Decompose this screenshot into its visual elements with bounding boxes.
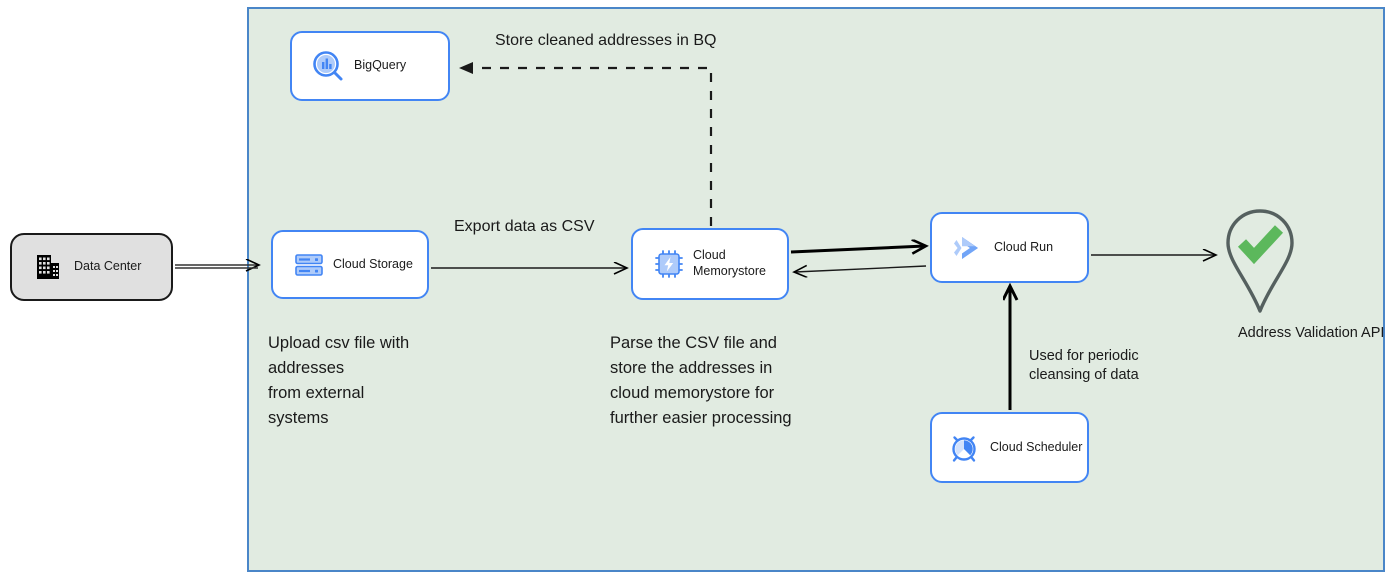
node-cloud-memorystore[interactable]: Cloud Memorystore (631, 228, 789, 300)
map-pin-check-icon (1222, 207, 1298, 317)
bigquery-icon (302, 49, 354, 83)
node-label: Cloud Storage (333, 256, 413, 271)
node-cloud-storage[interactable]: Cloud Storage (271, 230, 429, 299)
api-marker-label: Address Validation API (1238, 325, 1385, 341)
node-bigquery[interactable]: BigQuery (290, 31, 450, 101)
cloud-project-boundary (247, 7, 1385, 572)
cloud-run-icon (940, 233, 994, 263)
edge-datacenter-to-storage (175, 265, 258, 268)
note-parse-csv: Parse the CSV file and store the address… (610, 334, 792, 428)
node-label: Data Center (74, 259, 142, 274)
node-cloud-run[interactable]: Cloud Run (930, 212, 1089, 283)
edge-label-scheduler: Used for periodic cleansing of data (1029, 348, 1139, 383)
note-upload-csv: Upload csv file with addresses from exte… (268, 334, 410, 428)
node-data-center[interactable]: Data Center (10, 233, 173, 301)
cloud-scheduler-icon (938, 432, 990, 464)
node-label: Cloud Run (994, 239, 1054, 254)
node-label: Cloud Memorystore (693, 248, 766, 278)
edge-label-export-csv: Export data as CSV (454, 218, 595, 235)
cloud-memorystore-icon (645, 249, 693, 279)
data-center-icon (22, 253, 74, 281)
node-label: Cloud Scheduler (990, 439, 1083, 454)
edge-label-store-in-bq: Store cleaned addresses in BQ (495, 32, 717, 49)
cloud-storage-icon (285, 250, 333, 280)
node-label: BigQuery (354, 58, 407, 73)
node-cloud-scheduler[interactable]: Cloud Scheduler (930, 412, 1089, 483)
